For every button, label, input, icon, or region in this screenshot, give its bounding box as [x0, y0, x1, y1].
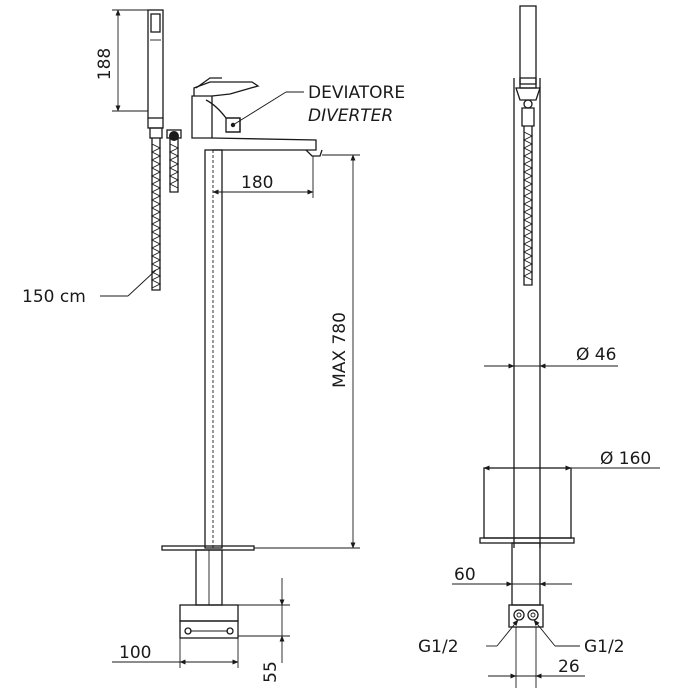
- floor-base: [161, 545, 255, 639]
- front-lower-connection: [508, 542, 544, 688]
- dim-60-label: 60: [454, 565, 476, 585]
- main-column: [204, 149, 223, 549]
- dim-188: 188: [95, 9, 148, 112]
- dim-55: 55: [238, 578, 290, 683]
- dim-d46-label: Ø 46: [576, 345, 616, 365]
- dim-55-label: 55: [261, 661, 281, 683]
- hand-shower: [147, 9, 164, 129]
- dim-188-label: 188: [95, 48, 115, 80]
- side-view: 188 DEVIATORE DIVERTER 180 150 cm MAX 78…: [22, 9, 405, 683]
- dim-d46: Ø 46: [484, 345, 618, 369]
- front-view: Ø 46 Ø 160 60 G1/2 G1/2: [418, 5, 660, 688]
- dim-180-label: 180: [241, 173, 273, 193]
- dim-180: 180: [212, 156, 314, 198]
- dim-26-label: 26: [558, 657, 580, 677]
- dim-max780-label: MAX 780: [330, 312, 350, 388]
- dim-d160-label: Ø 160: [600, 449, 651, 469]
- front-column: [513, 78, 541, 548]
- dim-g12-left: G1/2: [418, 619, 519, 657]
- front-base-disk: [479, 467, 575, 544]
- hose-connection: [149, 127, 182, 141]
- dim-g12-right: G1/2: [533, 619, 625, 657]
- diverter-label-it: DEVIATORE: [308, 83, 405, 103]
- dim-d160: Ø 160: [483, 449, 660, 471]
- dim-26: 26: [488, 657, 585, 679]
- front-hand-shower: [515, 5, 541, 127]
- diverter-label-en: DIVERTER: [308, 106, 393, 126]
- dim-100-label: 100: [119, 643, 151, 663]
- mixer-head: [191, 77, 323, 157]
- hose-length-callout: 150 cm: [22, 269, 157, 307]
- diverter-callout: DEVIATORE DIVERTER: [232, 83, 405, 126]
- dim-100: 100: [112, 638, 239, 668]
- dim-g12-right-label: G1/2: [584, 637, 625, 657]
- dim-60: 60: [452, 565, 572, 587]
- shower-hose: [150, 138, 180, 291]
- dim-150cm-label: 150 cm: [22, 287, 86, 307]
- front-hose: [522, 126, 534, 286]
- dim-g12-left-label: G1/2: [418, 637, 459, 657]
- dim-max-780: MAX 780: [254, 154, 360, 549]
